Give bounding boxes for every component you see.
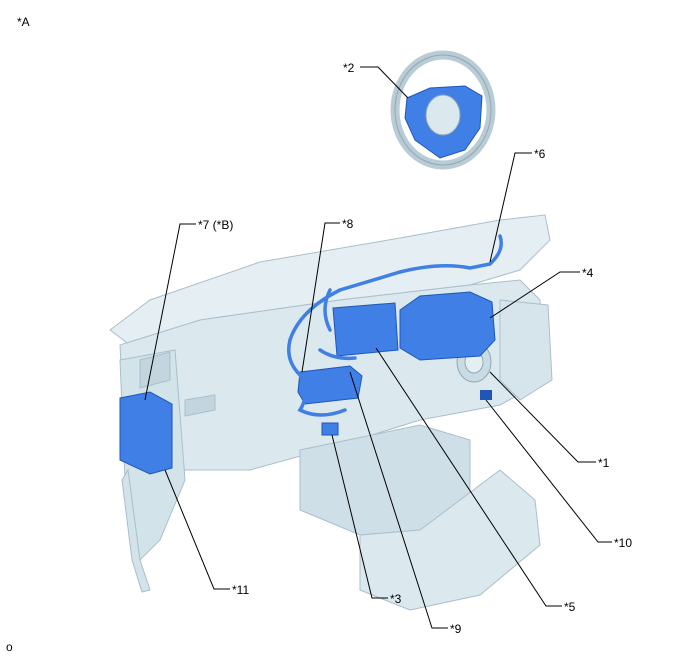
callout-9: *9 [450, 622, 462, 636]
module-9 [297, 365, 363, 405]
leader-11 [164, 469, 230, 590]
callout-10: *10 [614, 536, 633, 550]
callout-3: *3 [390, 592, 402, 606]
leader-6 [489, 152, 532, 263]
wire-harness [287, 234, 503, 417]
harness-branch-3 [323, 288, 332, 332]
highlighted-components [119, 291, 496, 475]
leader-lines [144, 66, 612, 629]
glovebox-vent [184, 394, 216, 417]
ecu-block-left [119, 391, 173, 475]
steering-wheel [390, 50, 496, 170]
callout-1: *1 [598, 456, 610, 470]
leader-9 [349, 371, 448, 629]
leader-7 [144, 223, 196, 401]
combination-meter [399, 291, 496, 361]
callout-11: *11 [232, 583, 250, 597]
leader-3 [331, 434, 388, 599]
callout-7: *7 (*B) [198, 218, 234, 232]
left-pillar [121, 468, 151, 593]
switch-10 [480, 390, 492, 400]
harness-branch-1 [287, 338, 347, 417]
callout-4: *4 [582, 266, 594, 280]
leader-4 [489, 271, 580, 319]
small-module-3 [321, 422, 339, 436]
harness-main [288, 234, 503, 342]
right-dash-side [499, 299, 553, 401]
callout-8: *8 [342, 217, 354, 231]
footer-mark: o [6, 640, 13, 654]
harness-branch-2 [318, 348, 357, 361]
left-vent [139, 351, 171, 389]
leader-8 [301, 222, 340, 373]
callout-2: *2 [343, 61, 355, 75]
leader-5 [375, 347, 562, 607]
leader-10 [485, 399, 612, 543]
callout-5: *5 [564, 600, 576, 614]
view-label-a: *A [17, 15, 30, 29]
multi-display [332, 302, 399, 357]
leader-1 [489, 371, 596, 463]
callout-6: *6 [534, 147, 546, 161]
leader-2 [360, 66, 409, 99]
console-tunnel [359, 469, 541, 611]
